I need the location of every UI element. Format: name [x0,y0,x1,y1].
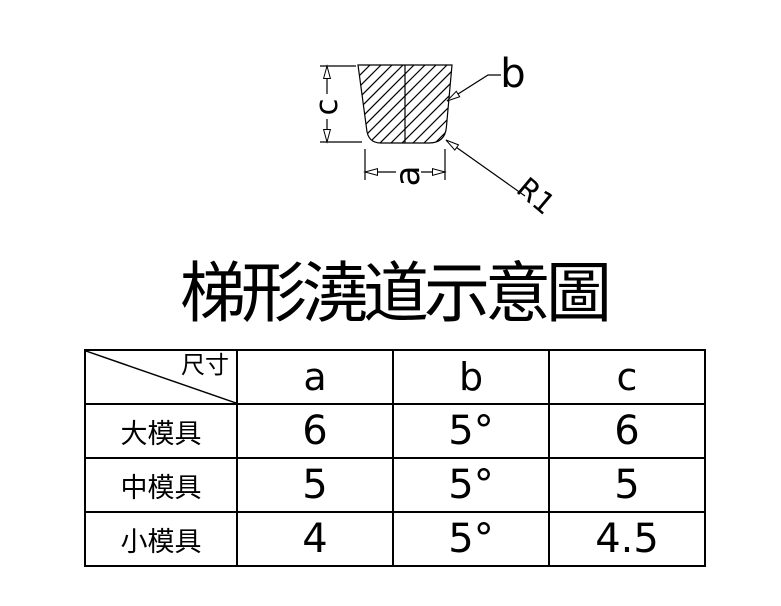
corner-header-cell: 尺寸 [84,349,238,405]
value-cell: 5 [236,457,394,513]
corner-header-label: 尺寸 [181,352,229,379]
table-row: 小模具 4 5° 4.5 [84,511,706,567]
header-row: 尺寸 a b c [84,349,706,405]
table-row: 大模具 6 5° 6 [84,403,706,459]
diagonal-divider [86,351,236,403]
value-cell: 5° [392,403,550,459]
row-label-medium-mold: 中模具 [84,457,238,513]
col-header-b: b [392,349,550,405]
value-cell: 5° [392,457,550,513]
dim-label-a: a [388,166,428,187]
arrow-up-icon [322,64,332,79]
dim-label-c: c [309,98,345,115]
value-cell: 4.5 [548,511,706,567]
value-cell: 5 [548,457,706,513]
leader-arrow-b-icon [446,90,461,102]
leader-line-b [446,74,501,102]
arrow-down-icon [322,129,332,144]
dimension-a: a [363,149,447,187]
arrow-right-icon [432,167,447,177]
leader-b: b [446,51,526,102]
spec-table: 尺寸 a b c 大模具 6 5° 6 中模具 5 5° 5 小模具 4 5° … [84,349,706,567]
trapezoid-outline [357,64,453,144]
col-header-c: c [548,349,706,405]
row-label-small-mold: 小模具 [84,511,238,567]
row-label-large-mold: 大模具 [84,403,238,459]
leader-line-r1 [445,139,526,197]
leader-arrow-r1-icon [445,139,460,151]
value-cell: 6 [236,403,394,459]
col-header-a: a [236,349,394,405]
trapezoid-runner-diagram: c a b R1 [309,51,562,222]
value-cell: 5° [392,511,550,567]
value-cell: 6 [548,403,706,459]
label-r1: R1 [510,171,561,222]
arrow-left-icon [363,167,378,177]
diagram-title: 梯形澆道示意圖 [180,256,612,330]
dimension-c: c [309,64,362,144]
label-b: b [500,51,525,97]
leader-r1: R1 [445,139,562,222]
table-row: 中模具 5 5° 5 [84,457,706,513]
value-cell: 4 [236,511,394,567]
